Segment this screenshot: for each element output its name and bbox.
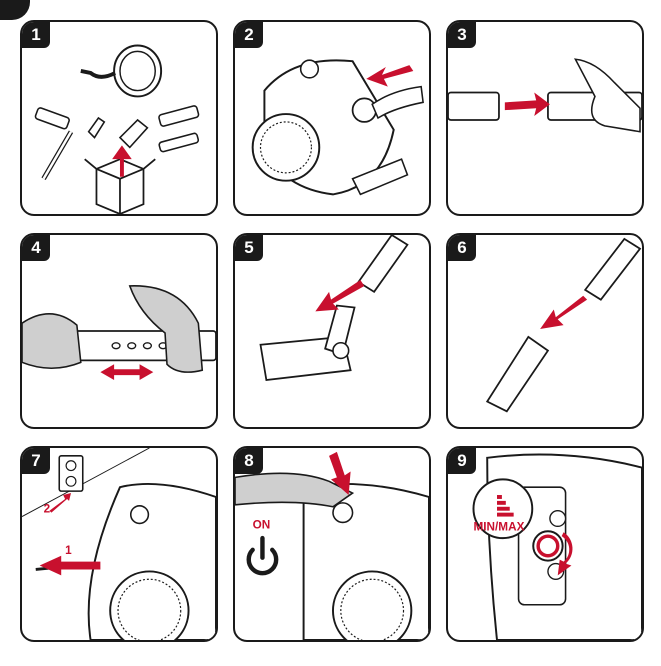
step-4-panel: 4 xyxy=(20,233,218,429)
step-7-arrow-label-2: 2 xyxy=(44,503,51,516)
step-1-panel: 1 xyxy=(20,20,218,216)
step-6-illustration xyxy=(485,237,642,413)
step-5-number: 5 xyxy=(235,235,263,261)
step-9-control-label: MIN/MAX xyxy=(473,520,524,533)
step-7-illustration: 1 2 xyxy=(22,448,216,640)
step-6-number: 6 xyxy=(448,235,476,261)
step-3-illustration xyxy=(448,58,642,133)
step-1-illustration xyxy=(34,44,200,214)
power-level-icon xyxy=(497,495,514,517)
step-9-number: 9 xyxy=(448,448,476,474)
step-7-panel: 1 2 7 xyxy=(20,446,218,642)
corner-logo-badge xyxy=(0,0,30,20)
step-5-panel: 5 xyxy=(233,233,431,429)
step-8-power-label: ON xyxy=(253,518,271,531)
step-2-number: 2 xyxy=(235,22,263,48)
step-2-panel: 2 xyxy=(233,20,431,216)
step-2-illustration xyxy=(251,59,424,196)
power-icon xyxy=(246,547,279,576)
step-8-number: 8 xyxy=(235,448,263,474)
step-1-number: 1 xyxy=(22,22,50,48)
step-7-number: 7 xyxy=(22,448,50,474)
step-3-number: 3 xyxy=(448,22,476,48)
step-4-illustration xyxy=(22,285,216,380)
step-7-arrow-label-1: 1 xyxy=(65,544,72,557)
step-9-illustration: MIN/MAX xyxy=(472,453,642,640)
step-8-illustration: ON xyxy=(235,451,429,640)
step-9-panel: MIN/MAX 9 xyxy=(446,446,644,642)
step-6-panel: 6 xyxy=(446,233,644,429)
step-8-panel: ON 8 xyxy=(233,446,431,642)
step-3-panel: 3 xyxy=(446,20,644,216)
step-4-number: 4 xyxy=(22,235,50,261)
step-5-illustration xyxy=(259,235,409,381)
